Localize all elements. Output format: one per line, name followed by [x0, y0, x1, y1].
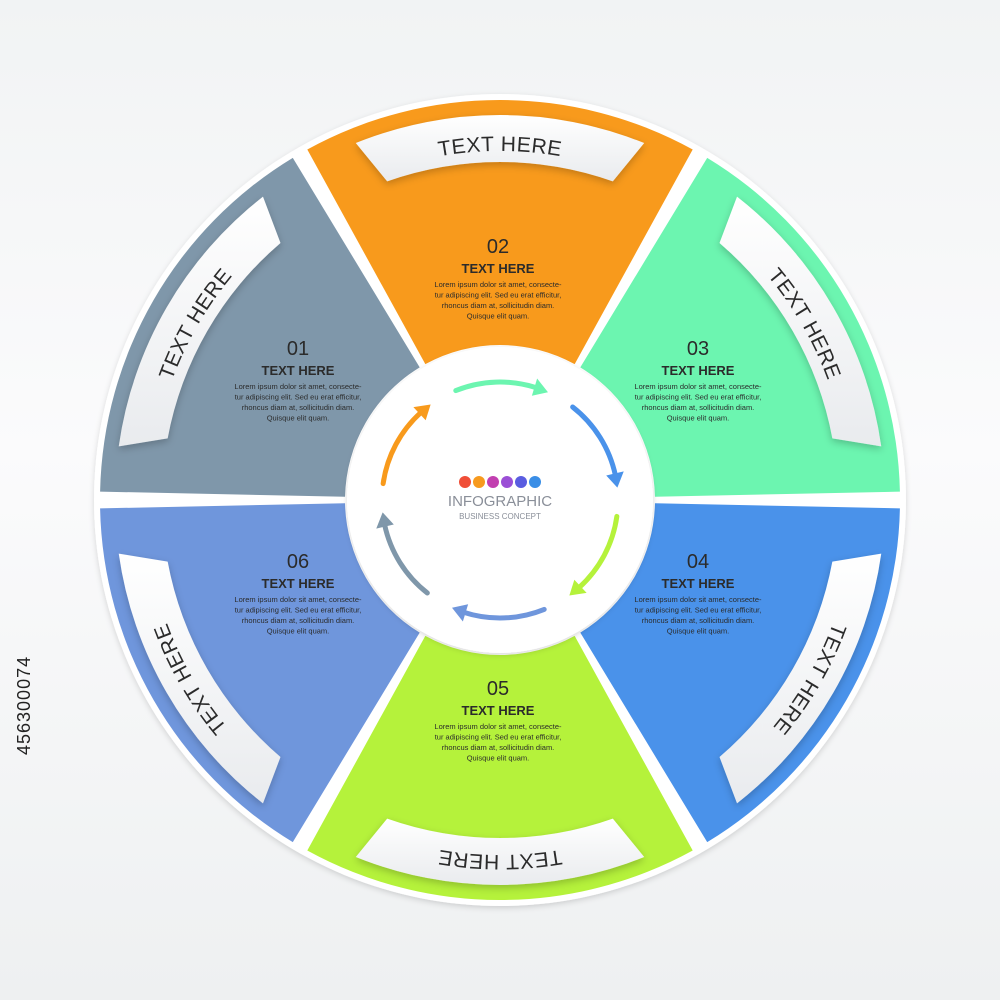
step-title: TEXT HERE — [462, 703, 535, 718]
step-number: 03 — [687, 338, 709, 360]
step-number: 04 — [687, 551, 709, 573]
banner-06 — [118, 553, 281, 804]
stock-id-text: 456300074 — [14, 655, 34, 755]
step-body-line: rhoncus diam at, sollicitudin diam. — [242, 616, 355, 625]
banner-02 — [355, 115, 645, 182]
center-hub: INFOGRAPHIC BUSINESS CONCEPT — [347, 347, 653, 653]
step-number: 02 — [487, 236, 509, 258]
cycle-arrow-head-icon — [376, 512, 394, 529]
step-body-line: Lorem ipsum dolor sit amet, consecte- — [234, 595, 362, 604]
hub-circle — [347, 347, 653, 653]
cycle-arrow-shaft — [576, 513, 620, 591]
step-body-line: Lorem ipsum dolor sit amet, consecte- — [634, 595, 762, 604]
step-title: TEXT HERE — [662, 576, 735, 591]
step-title: TEXT HERE — [262, 363, 335, 378]
step-body-line: rhoncus diam at, sollicitudin diam. — [442, 301, 555, 310]
center-dot — [459, 476, 471, 488]
step-title: TEXT HERE — [662, 363, 735, 378]
step-body-line: Quisque elit quam. — [467, 312, 530, 321]
cycle-arrow-shaft — [382, 522, 430, 596]
banner-03 — [719, 196, 882, 447]
sector-04 — [580, 503, 900, 843]
center-subtitle: BUSINESS CONCEPT — [459, 512, 541, 521]
step-title: TEXT HERE — [462, 261, 535, 276]
banner-04 — [719, 553, 882, 804]
step-body-line: Lorem ipsum dolor sit amet, consecte- — [434, 722, 562, 731]
cycle-arrow-shaft — [380, 409, 424, 487]
step-body-line: tur adipiscing elit. Sed eu erat efficit… — [435, 291, 562, 300]
cycle-arrow-shaft — [461, 606, 547, 621]
banner-05 — [355, 818, 645, 885]
step-body-line: rhoncus diam at, sollicitudin diam. — [242, 403, 355, 412]
step-number: 05 — [487, 678, 509, 700]
center-dot — [501, 476, 513, 488]
step-body-line: tur adipiscing elit. Sed eu erat efficit… — [635, 393, 762, 402]
center-dot — [529, 476, 541, 488]
step-body-line: tur adipiscing elit. Sed eu erat efficit… — [235, 393, 362, 402]
step-body-line: tur adipiscing elit. Sed eu erat efficit… — [235, 606, 362, 615]
center-dot — [515, 476, 527, 488]
step-body-line: rhoncus diam at, sollicitudin diam. — [642, 403, 755, 412]
step-body-line: Quisque elit quam. — [667, 627, 730, 636]
center-title: INFOGRAPHIC — [448, 493, 552, 510]
step-body-line: Quisque elit quam. — [467, 754, 530, 763]
step-body-line: Quisque elit quam. — [267, 627, 330, 636]
center-dot — [487, 476, 499, 488]
sector-01 — [100, 157, 420, 497]
cycle-arrow-shaft — [453, 379, 539, 394]
banner-01 — [118, 196, 281, 447]
step-number: 06 — [287, 551, 309, 573]
step-title: TEXT HERE — [262, 576, 335, 591]
step-body-line: rhoncus diam at, sollicitudin diam. — [442, 743, 555, 752]
center-dot — [473, 476, 485, 488]
step-body-line: Quisque elit quam. — [667, 414, 730, 423]
cycle-arrow-head-icon — [531, 378, 548, 396]
cycle-arrow-head-icon — [413, 404, 431, 421]
cycle-arrow-head-icon — [569, 579, 587, 596]
sector-06 — [100, 503, 420, 843]
step-body-line: Lorem ipsum dolor sit amet, consecte- — [634, 382, 762, 391]
step-body-line: rhoncus diam at, sollicitudin diam. — [642, 616, 755, 625]
cycle-arrow-head-icon — [452, 604, 469, 622]
step-body-line: Quisque elit quam. — [267, 414, 330, 423]
step-body-line: tur adipiscing elit. Sed eu erat efficit… — [435, 733, 562, 742]
cycle-arrow-head-icon — [606, 471, 624, 488]
cycle-arrow-shaft — [570, 404, 618, 478]
step-body-line: Lorem ipsum dolor sit amet, consecte- — [234, 382, 362, 391]
step-body-line: Lorem ipsum dolor sit amet, consecte- — [434, 280, 562, 289]
step-number: 01 — [287, 338, 309, 360]
sector-03 — [580, 157, 900, 497]
step-body-line: tur adipiscing elit. Sed eu erat efficit… — [635, 606, 762, 615]
